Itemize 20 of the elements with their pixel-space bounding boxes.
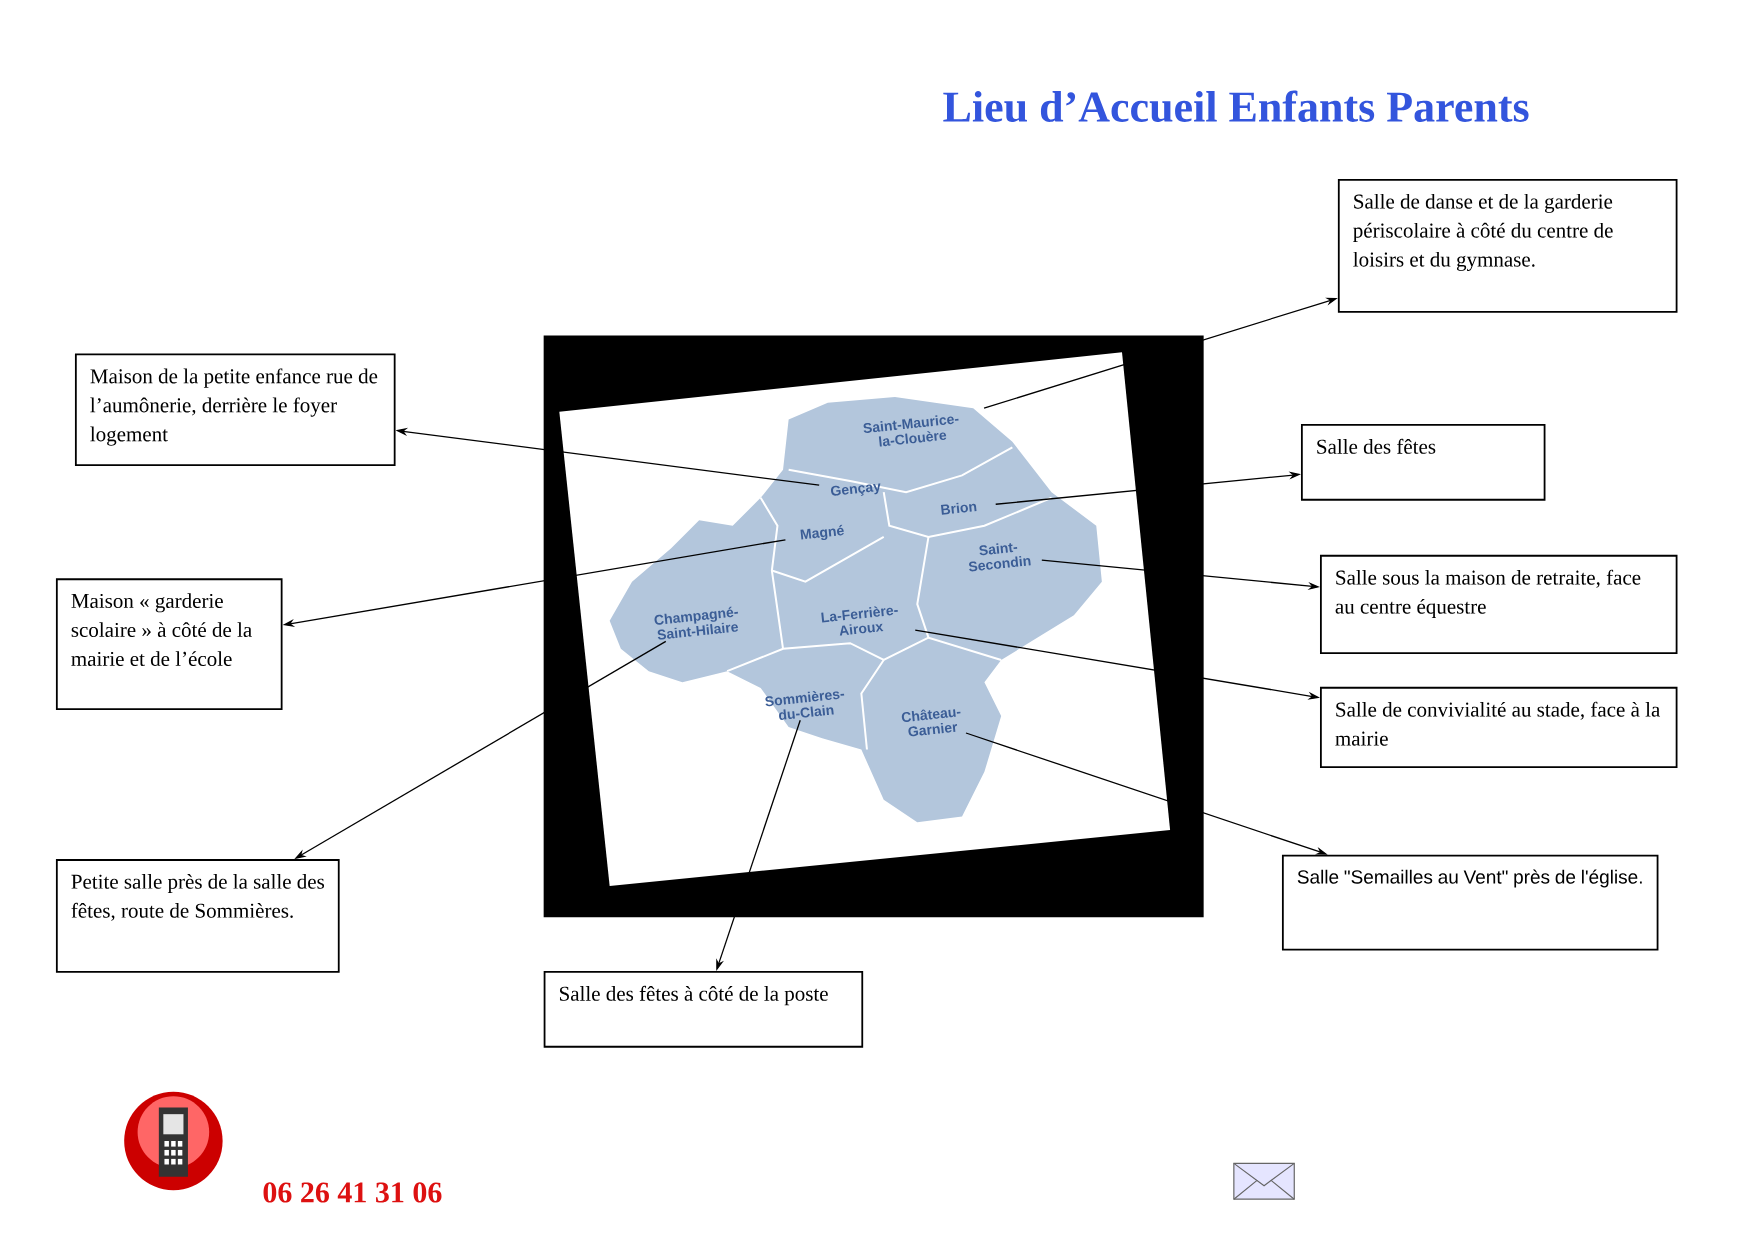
location-box: Salle des fêtes à côté de la poste [543, 971, 864, 1048]
town-label: Saint-Maurice-la-Clouère [863, 415, 959, 447]
phone-number: 06 26 41 31 06 [263, 1182, 442, 1203]
title: Lieu d’Accueil Enfants Parents [943, 90, 1529, 123]
location-box: Salle des fêtes [1300, 424, 1546, 501]
location-box: Salle "Semailles au Vent" près de l'église. [1281, 854, 1659, 951]
location-box: Salle de danse et de la garderie périscolaire à côté du centre de loisirs et du gymnase. [1337, 179, 1678, 313]
location-box: Salle sous la maison de retraite, face au centre équestre [1320, 555, 1678, 655]
town-label: Sommières-du-Clain [765, 691, 845, 721]
town-label: Gençay [831, 483, 881, 496]
town-label: Saint-Secondin [969, 543, 1031, 572]
town-label: Champagné-Saint-Hilaire [654, 606, 739, 640]
town-label: Château-Garnier [901, 709, 961, 737]
location-box: Maison de la petite enfance rue de l’aumônerie, derrière le foyer logement [74, 353, 396, 467]
town-label: Magné [800, 525, 844, 541]
location-box: Maison « garderie scolaire » à côté de la mairie et de l’école [55, 578, 283, 711]
town-label: La-Ferrière-Airoux [821, 606, 898, 636]
location-box: Salle de convivialité au stade, face à la mairie [1320, 687, 1678, 769]
location-box: Petite salle près de la salle des fêtes, route de Sommières. [55, 859, 340, 974]
town-label: Brion [940, 502, 977, 515]
